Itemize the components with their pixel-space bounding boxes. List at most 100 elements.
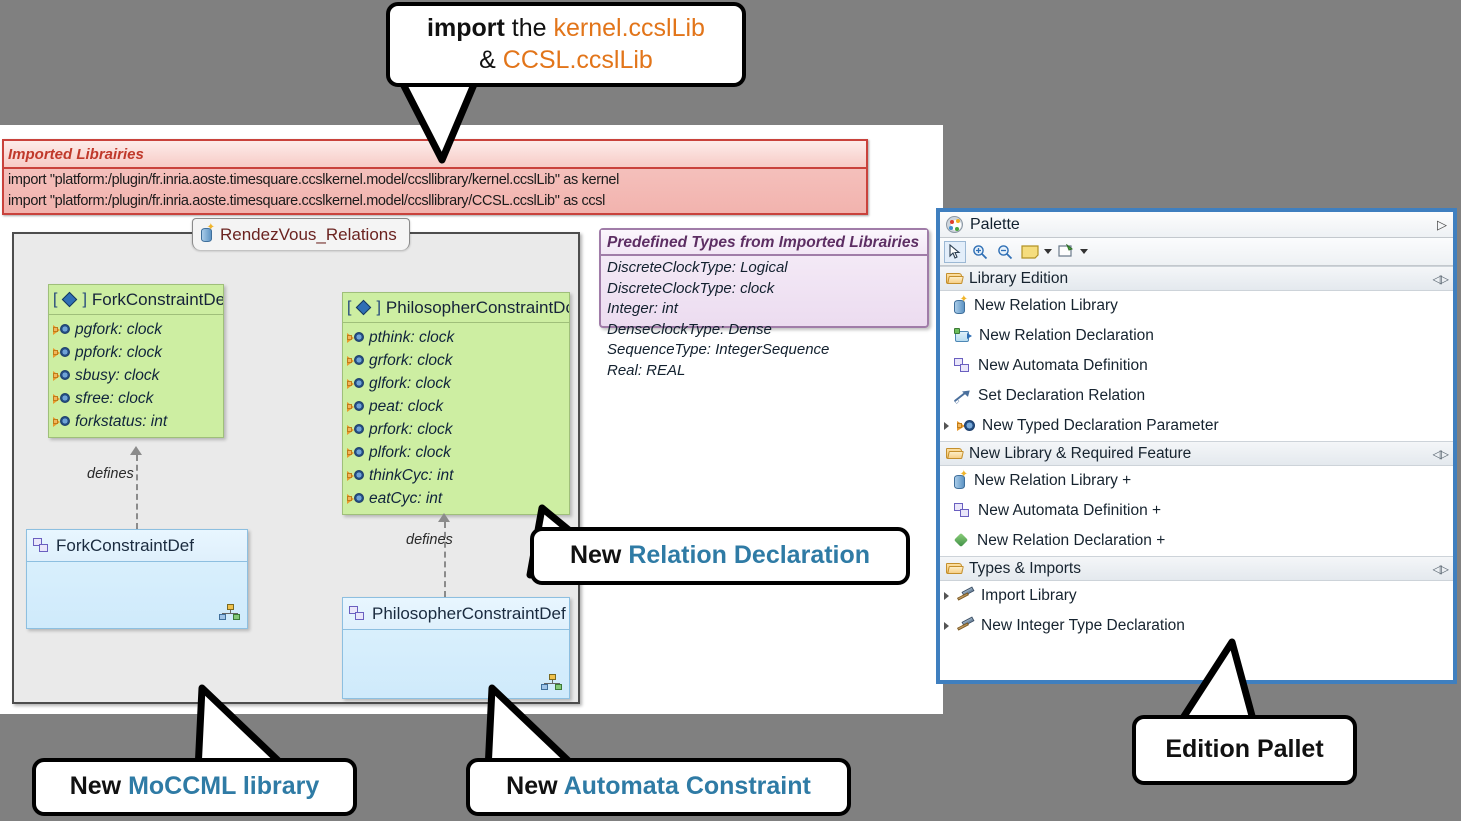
attribute-row[interactable]: peat: clock — [347, 395, 565, 418]
attribute-row[interactable]: thinkCyc: int — [347, 464, 565, 487]
section-label: Library Edition — [969, 269, 1069, 287]
folder-icon — [946, 272, 964, 285]
palette-item-import-library[interactable]: Import Library — [940, 581, 1453, 611]
palette-toolbar[interactable] — [940, 238, 1453, 266]
library-icon: ✦ — [954, 469, 968, 490]
attribute-label: grfork: clock — [369, 351, 453, 369]
import-callout-keyword: import — [427, 14, 505, 43]
palette-item-new-typed-declaration-parameter[interactable]: New Typed Declaration Parameter — [940, 411, 1453, 441]
definition-header: PhilosopherConstraintDef — [343, 598, 569, 630]
attribute-label: thinkCyc: int — [369, 466, 454, 484]
note-attachment-icon[interactable] — [1055, 241, 1077, 263]
chevron-right-icon[interactable]: ▷ — [1437, 216, 1447, 232]
property-icon — [347, 492, 364, 505]
palette-section-new-library-required-feature[interactable]: New Library & Required Feature ◁▷ — [940, 441, 1453, 466]
type-item: Real: REAL — [607, 361, 686, 379]
attribute-row[interactable]: pthink: clock — [347, 326, 565, 349]
attribute-label: plfork: clock — [369, 443, 451, 461]
zoom-out-icon[interactable] — [994, 241, 1016, 263]
palette-item-new-relation-library-plus[interactable]: ✦ New Relation Library + — [940, 466, 1453, 496]
expand-triangle-icon[interactable] — [944, 422, 949, 430]
class-header: [ ] PhilosopherConstraintDcl — [343, 293, 569, 323]
type-item: DenseClockType: Dense — [607, 320, 772, 338]
attribute-row[interactable]: plfork: clock — [347, 441, 565, 464]
defines-connector[interactable] — [444, 522, 446, 597]
palette-item-set-declaration-relation[interactable]: ◇ Set Declaration Relation — [940, 381, 1453, 411]
diagram-frame[interactable]: ✦ RendezVous_Relations [ ] ForkConstrain… — [12, 218, 580, 704]
palette-section-library-edition[interactable]: Library Edition ◁▷ — [940, 266, 1453, 291]
attribute-row[interactable]: pgfork: clock — [53, 318, 219, 341]
property-icon — [347, 331, 364, 344]
palette-header[interactable]: Palette ▷ — [940, 212, 1453, 238]
item-label: New Relation Declaration + — [977, 532, 1166, 549]
class-header: [ ] ForkConstraintDecl — [49, 285, 223, 315]
attribute-row[interactable]: glfork: clock — [347, 372, 565, 395]
note-icon[interactable] — [1019, 241, 1041, 263]
attribute-label: sbusy: clock — [75, 366, 160, 384]
automata-tree-icon — [219, 604, 241, 622]
palette-item-new-automata-definition[interactable]: New Automata Definition — [940, 351, 1453, 381]
property-icon — [53, 323, 70, 336]
automata-definition-icon — [33, 537, 50, 554]
chevron-down-icon[interactable] — [1080, 249, 1088, 254]
attribute-row[interactable]: sbusy: clock — [53, 364, 219, 387]
item-label: New Automata Definition + — [978, 502, 1162, 519]
set-relation-icon: ◇ — [954, 387, 972, 405]
section-label: New Library & Required Feature — [969, 444, 1192, 462]
hammer-icon — [956, 615, 975, 634]
zoom-in-icon[interactable] — [969, 241, 991, 263]
bracket-right: ] — [82, 290, 87, 308]
attribute-label: ppfork: clock — [75, 343, 163, 361]
palette-section-types-imports[interactable]: Types & Imports ◁▷ — [940, 556, 1453, 581]
import-callout: import the kernel.ccslLib & CCSL.ccslLib — [386, 2, 746, 87]
attribute-row[interactable]: prfork: clock — [347, 418, 565, 441]
palette-item-new-integer-type-declaration[interactable]: New Integer Type Declaration — [940, 611, 1453, 641]
predefined-types-note[interactable]: Predefined Types from Imported Librairie… — [599, 228, 929, 379]
item-label: New Relation Library + — [974, 472, 1132, 489]
attribute-row[interactable]: sfree: clock — [53, 387, 219, 410]
item-label: Set Declaration Relation — [978, 387, 1146, 404]
palette-item-new-relation-declaration-plus[interactable]: New Relation Declaration + — [940, 526, 1453, 556]
palette-panel[interactable]: Palette ▷ Library Edition ◁▷ ✦ New Relat… — [936, 208, 1457, 684]
expand-triangle-icon[interactable] — [944, 622, 949, 630]
callout-highlight: MoCCML library — [128, 772, 320, 801]
attribute-label: pthink: clock — [369, 328, 455, 346]
definition-name: ForkConstraintDef — [56, 535, 194, 555]
definition-box-philosopher-constraint-def[interactable]: PhilosopherConstraintDef — [342, 597, 570, 699]
attribute-row[interactable]: eatCyc: int — [347, 487, 565, 510]
item-label: New Relation Declaration — [979, 327, 1154, 344]
class-box-philosopher-constraint-dcl[interactable]: [ ] PhilosopherConstraintDcl pthink: clo… — [342, 292, 570, 515]
item-label: Import Library — [981, 587, 1077, 604]
import-callout-amp: & — [479, 45, 503, 74]
attribute-label: prfork: clock — [369, 420, 453, 438]
import-statement: import "platform:/plugin/fr.inria.aoste.… — [8, 193, 606, 209]
defines-connector[interactable] — [136, 455, 138, 529]
attribute-row[interactable]: ppfork: clock — [53, 341, 219, 364]
attribute-row[interactable]: grfork: clock — [347, 349, 565, 372]
attribute-row[interactable]: forkstatus: int — [53, 410, 219, 433]
palette-item-new-relation-declaration[interactable]: New Relation Declaration — [940, 321, 1453, 351]
predefined-types-title: Predefined Types from Imported Librairie… — [601, 230, 927, 256]
class-box-fork-constraint-decl[interactable]: [ ] ForkConstraintDecl pgfork: clock ppf… — [48, 284, 224, 438]
class-attributes: pgfork: clock ppfork: clock sbusy: clock… — [49, 315, 223, 437]
cursor-icon[interactable] — [944, 240, 966, 263]
pin-icon[interactable]: ◁▷ — [1432, 271, 1450, 286]
chevron-down-icon[interactable] — [1044, 249, 1052, 254]
diagram-tab[interactable]: ✦ RendezVous_Relations — [192, 218, 410, 250]
palette-item-new-automata-definition-plus[interactable]: New Automata Definition + — [940, 496, 1453, 526]
automata-tree-icon — [541, 674, 563, 692]
pin-icon[interactable]: ◁▷ — [1432, 561, 1450, 576]
definition-box-fork-constraint-def[interactable]: ForkConstraintDef — [26, 529, 248, 629]
palette-title: Palette — [970, 215, 1020, 233]
pin-icon[interactable]: ◁▷ — [1432, 446, 1450, 461]
moccml-library-callout: New MoCCML library — [32, 758, 357, 816]
import-callout-lib2: CCSL.ccslLib — [502, 45, 653, 74]
generalization-arrow — [130, 446, 142, 455]
attribute-label: peat: clock — [369, 397, 444, 415]
item-label: New Relation Library — [974, 297, 1118, 314]
expand-triangle-icon[interactable] — [944, 592, 949, 600]
palette-item-new-relation-library[interactable]: ✦ New Relation Library — [940, 291, 1453, 321]
callout-prefix: New — [569, 541, 629, 570]
automata-definition-icon — [954, 358, 971, 374]
attribute-label: pgfork: clock — [75, 320, 163, 338]
